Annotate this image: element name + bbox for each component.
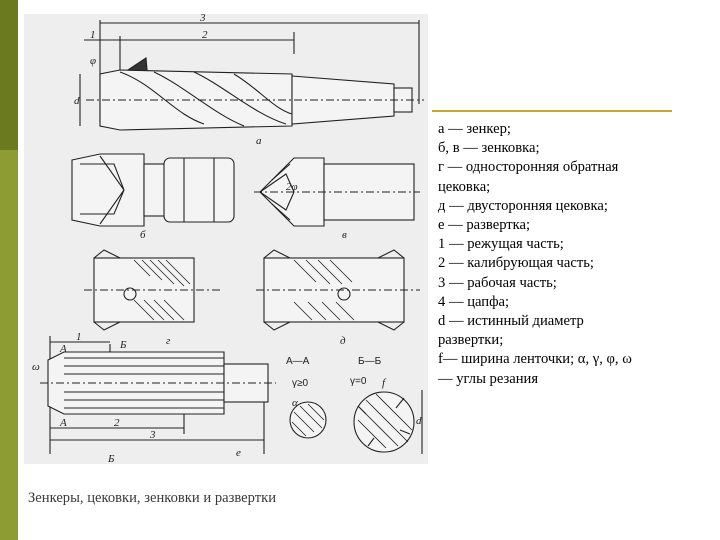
hatching [133, 259, 191, 321]
legend-line: — углы резания [438, 370, 539, 387]
legend-line: 2 — калибрующая часть; [438, 255, 594, 272]
legend-line: цековка; [438, 178, 491, 195]
label-d-fig: д [340, 335, 346, 347]
countersink-b-shank [163, 157, 235, 223]
legend-line: f— ширина ленточки; α, γ, φ, ω [438, 351, 632, 368]
section-bb-teeth [357, 397, 411, 447]
label-section-bb: Б—Б [358, 356, 382, 367]
label-d2: d [416, 415, 422, 427]
label-n3b: 3 [149, 429, 156, 441]
legend-line: 1 — режущая часть; [438, 236, 564, 253]
legend-line: г — односторонняя обратная [438, 159, 619, 176]
legend-line: а — зенкер; [438, 121, 511, 137]
pin-hole [337, 287, 351, 301]
section-bb-circle [353, 391, 415, 453]
legend-rule [432, 110, 672, 112]
label-phi: φ [90, 55, 96, 67]
label-n2: 2 [202, 29, 208, 41]
counterbore-g-teeth [93, 249, 121, 331]
label-b: б [140, 229, 146, 241]
label-B-top: Б [119, 339, 127, 351]
label-n2b: 2 [114, 417, 120, 429]
label-alpha: α [292, 397, 298, 409]
label-d: d [74, 95, 80, 107]
label-omega: ω [32, 361, 40, 373]
label-section-aa: А—А [286, 356, 310, 367]
label-n1b: 1 [76, 331, 82, 343]
caption: Зенкеры, цековки, зенковки и развертки [28, 490, 277, 506]
left-accent-bar-light [0, 150, 18, 540]
label-f: f [382, 377, 387, 389]
technical-illustration: 3 2 1 d φ а б 2φ в г д 1 А Б ω 2 А 3 Б е… [32, 14, 424, 464]
legend-line: 3 — рабочая часть; [438, 274, 557, 291]
label-n3: 3 [199, 14, 206, 24]
tools-drawing: 3 2 1 d φ а б 2φ в г д 1 А Б ω 2 А 3 Б е… [24, 14, 428, 464]
label-gamma0: γ=0 [350, 376, 367, 387]
legend-line: д — двусторонняя цековка; [438, 197, 608, 214]
legend: а — зенкер; б, в — зенковка; г — односто… [438, 120, 678, 389]
label-2phi: 2φ [286, 181, 298, 193]
label-A-top: А [59, 343, 67, 355]
hatching [293, 259, 355, 321]
legend-line: d — истинный диаметр [438, 313, 584, 330]
legend-line: развертки; [438, 332, 504, 349]
legend-line: е — развертка; [438, 217, 531, 234]
label-n1: 1 [90, 29, 96, 41]
label-v: в [342, 229, 347, 241]
label-A-bot: А [59, 417, 67, 429]
label-gamma-ge0: γ≥0 [292, 378, 308, 389]
legend-line: б, в — зенковка; [438, 140, 540, 157]
label-a: а [256, 135, 262, 147]
zenker-body [99, 69, 293, 131]
countersink-b-teeth [80, 155, 125, 225]
countersink-b-head [71, 153, 145, 227]
counterbore-d-teeth [263, 249, 405, 331]
label-B-bot: Б [107, 453, 115, 464]
legend-line: 4 — цапфа; [438, 293, 510, 310]
hatching [357, 393, 413, 449]
left-accent-bar-dark [0, 0, 18, 150]
reamer-flutes [64, 357, 224, 409]
label-e: е [236, 447, 241, 459]
reamer-shank [223, 363, 269, 403]
hatching [291, 403, 325, 437]
label-g: г [166, 335, 171, 347]
pin-hole [123, 287, 137, 301]
